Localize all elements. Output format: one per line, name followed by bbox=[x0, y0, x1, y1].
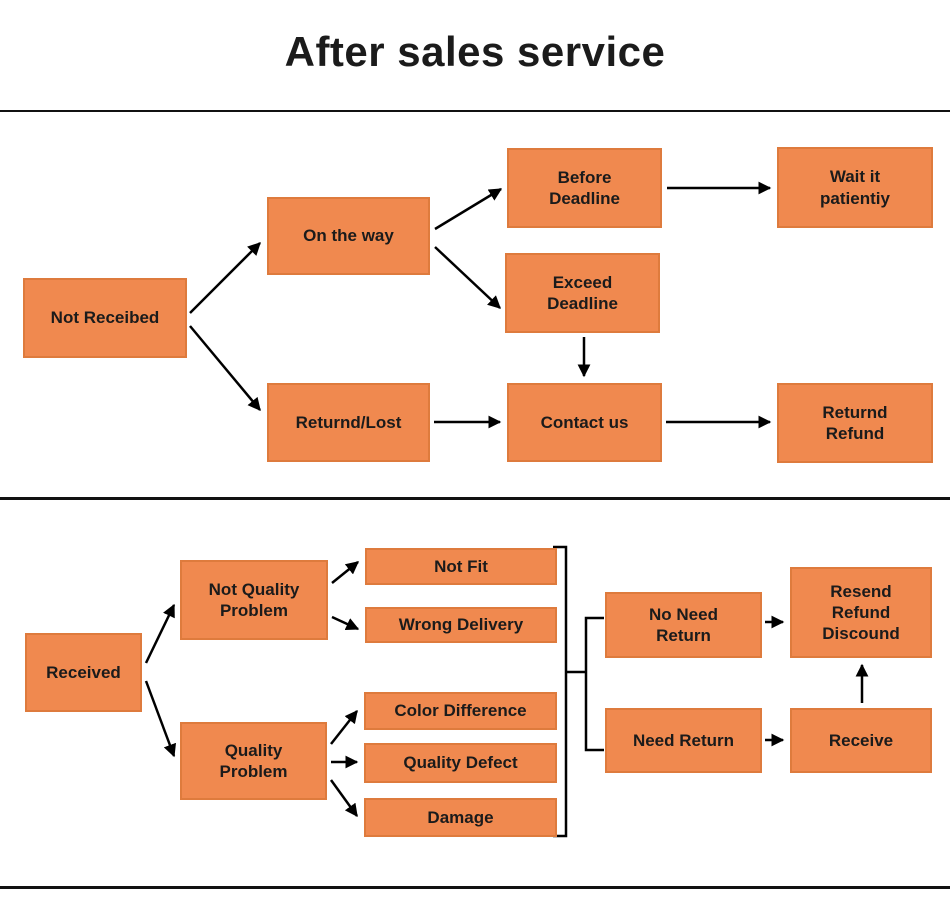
node-wrong-delivery: Wrong Delivery bbox=[365, 607, 557, 643]
node-not-quality-problem: Not Quality Problem bbox=[180, 560, 328, 640]
section-divider-bottom bbox=[0, 886, 950, 889]
node-need-return: Need Return bbox=[605, 708, 762, 773]
node-damage: Damage bbox=[364, 798, 557, 837]
node-on-the-way: On the way bbox=[267, 197, 430, 275]
bracket-return-split bbox=[584, 616, 604, 752]
node-returned-lost: Returnd/Lost bbox=[267, 383, 430, 462]
node-received: Received bbox=[25, 633, 142, 712]
node-wait-patiently: Wait it patientiy bbox=[777, 147, 933, 228]
arrow-nqp-to-not-fit bbox=[331, 561, 360, 584]
node-receive: Receive bbox=[790, 708, 932, 773]
page-title: After sales service bbox=[284, 28, 666, 75]
section-divider-middle bbox=[0, 497, 950, 500]
node-not-received: Not Receibed bbox=[23, 278, 187, 358]
node-color-difference: Color Difference bbox=[364, 692, 557, 730]
node-resend-refund-discount: Resend Refund Discound bbox=[790, 567, 932, 658]
arrow-not-received-to-on-the-way bbox=[189, 242, 261, 314]
section-divider-top bbox=[0, 110, 950, 112]
arrow-on-the-way-to-exceed-deadline bbox=[434, 246, 501, 309]
arrow-received-to-quality-problem bbox=[144, 680, 176, 758]
arrow-received-to-not-quality-problem bbox=[144, 603, 176, 664]
arrow-on-the-way-to-before-deadline bbox=[434, 187, 503, 231]
node-no-need-return: No Need Return bbox=[605, 592, 762, 658]
node-exceed-deadline: Exceed Deadline bbox=[505, 253, 660, 333]
arrow-qp-to-damage bbox=[329, 779, 359, 818]
node-not-fit: Not Fit bbox=[365, 548, 557, 585]
arrow-nqp-to-wrong-delivery bbox=[331, 615, 360, 631]
node-return-refund: Returnd Refund bbox=[777, 383, 933, 463]
node-before-deadline: Before Deadline bbox=[507, 148, 662, 228]
bracket-outcomes bbox=[553, 545, 568, 838]
node-quality-defect: Quality Defect bbox=[364, 743, 557, 783]
node-quality-problem: Quality Problem bbox=[180, 722, 327, 800]
node-contact-us: Contact us bbox=[507, 383, 662, 462]
arrow-qp-to-color-difference bbox=[330, 709, 358, 745]
arrow-not-received-to-returned-lost bbox=[189, 325, 261, 411]
